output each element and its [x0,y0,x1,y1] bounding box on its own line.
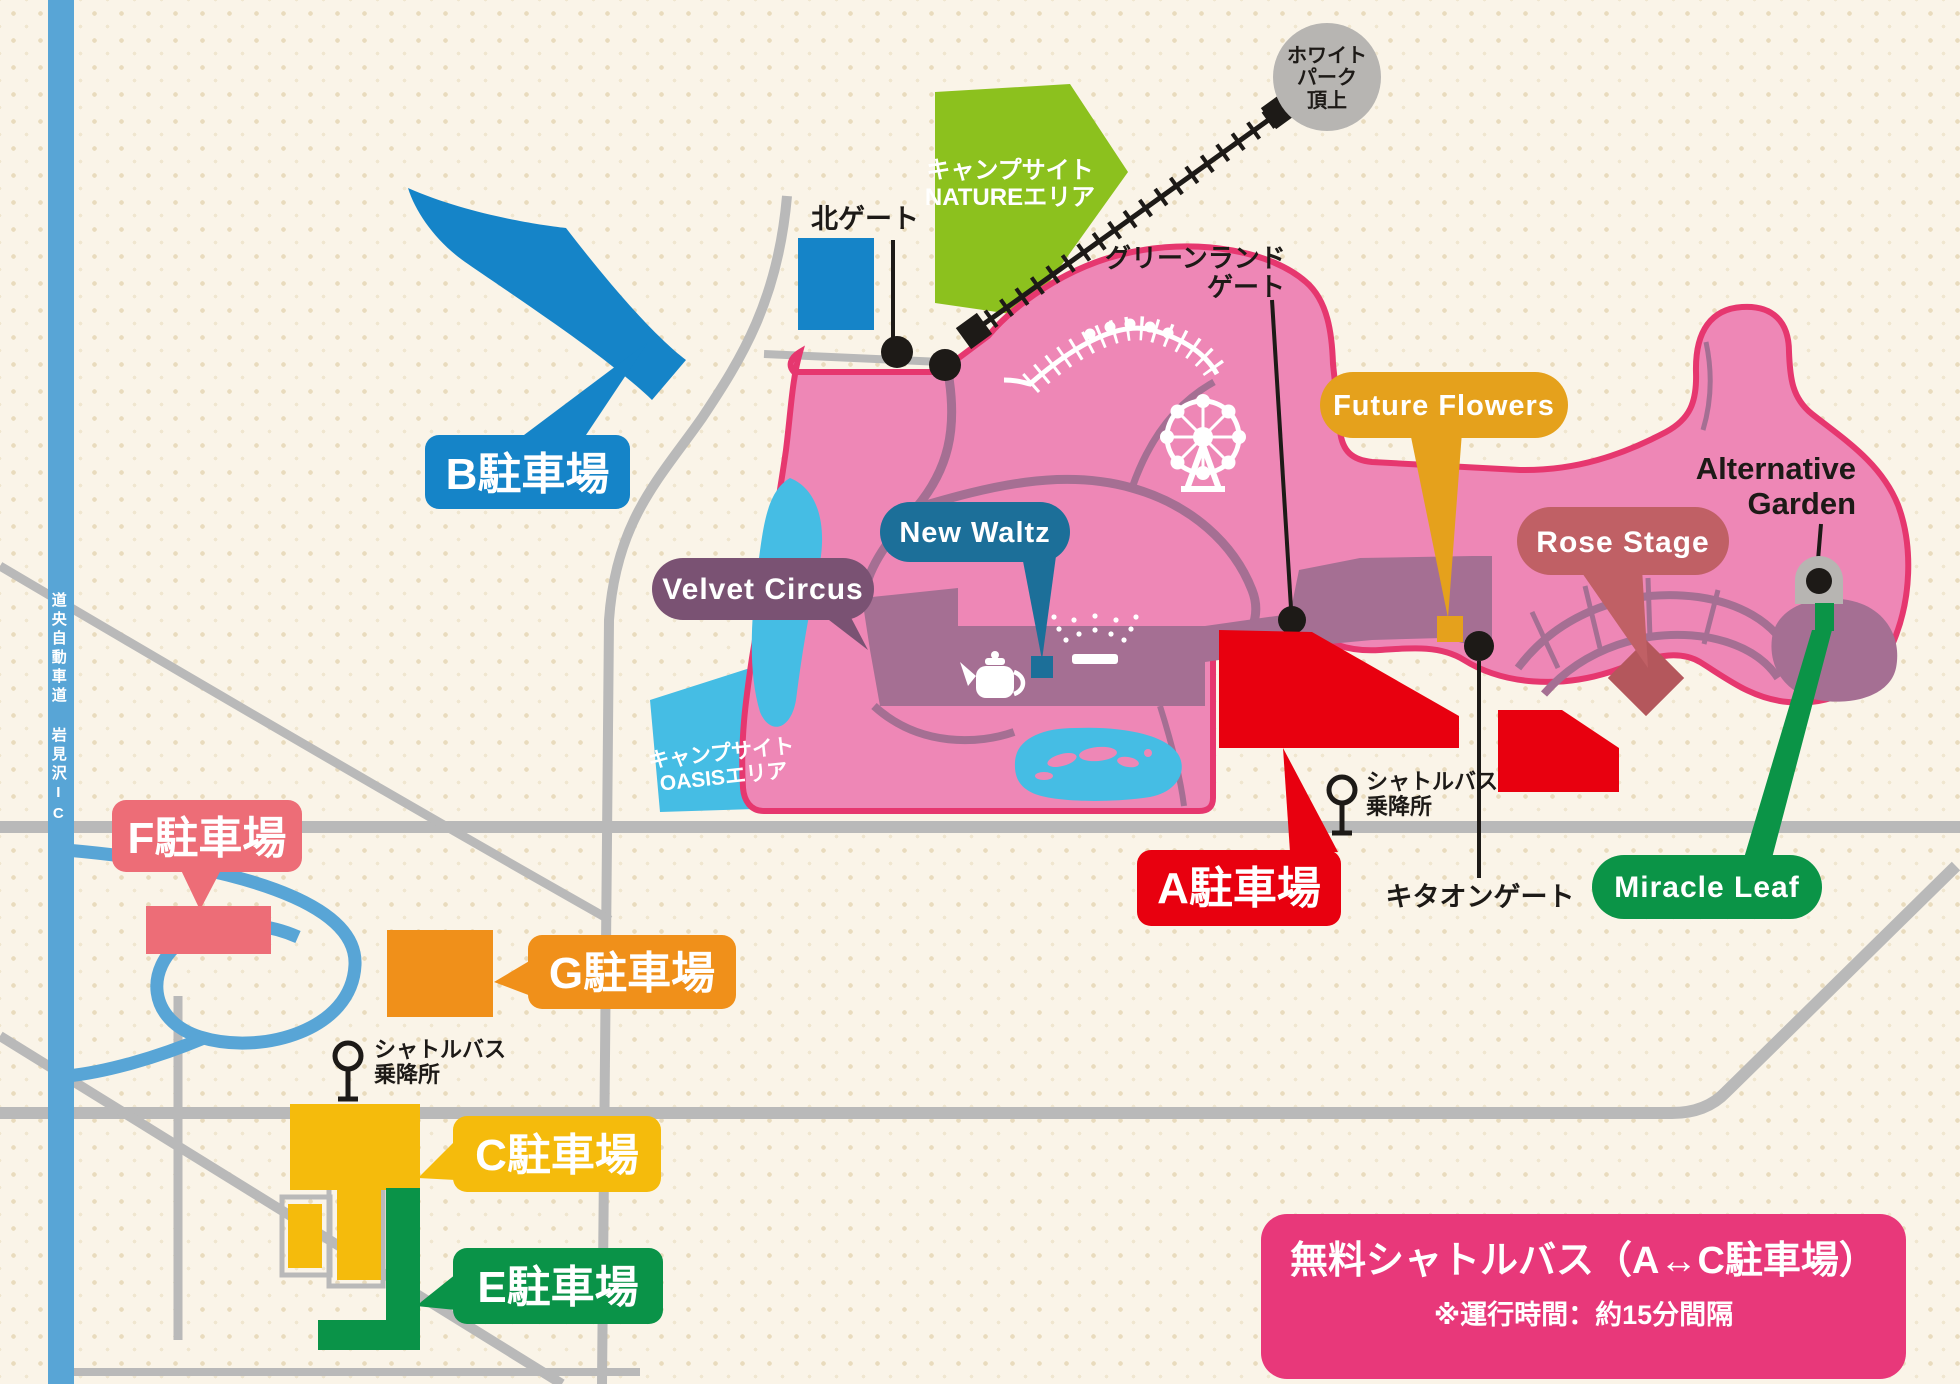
future-flowers-marker [1437,616,1463,642]
teapot-icon [960,651,1026,698]
miracle-leaf-label: Miracle Leaf [1614,871,1800,904]
north-gate-dot [881,336,913,368]
miracle-leaf-marker [1815,603,1834,631]
new-waltz-bubble [880,502,1070,660]
parking-f-bubble [112,800,302,872]
parking-e-bubble [453,1248,663,1324]
greenland-gate-dot [1278,606,1306,634]
expressway-bar [48,0,74,1384]
road-network [0,195,1960,1384]
parking-c-lot-small-1 [288,1204,322,1268]
parking-b-label: B駐車場 [445,450,610,499]
alternative-garden-line [1816,523,1823,561]
alternative-garden-dot [1806,568,1832,594]
future-flowers-label: Future Flowers [1333,390,1555,422]
parking-g-label: G駐車場 [548,949,716,998]
notice-line1: 無料シャトルバス（A↔C駐車場） [1290,1240,1877,1282]
gate-dots [881,336,1832,661]
rose-stage-label: Rose Stage [1536,526,1710,559]
parking-c-lot [290,1104,420,1190]
lake-south [1014,727,1182,801]
parking-f-tail [180,868,222,910]
greenland-gate-line [1270,299,1293,609]
interchange-ramp [67,1031,207,1083]
parking-g-group [387,930,736,1017]
road-south-horizontal [0,861,1960,1119]
bus-stop-c-label: シャトルバス 乗降所 [374,1037,507,1087]
parking-e-label: E駐車場 [477,1263,639,1312]
garden-plaza [1771,598,1898,702]
parking-f-label: F駐車場 [127,814,287,863]
kitaon-gate-dot [1464,631,1494,661]
parking-b-bubble [425,435,630,509]
parking-c-bubble [453,1116,661,1192]
new-waltz-label: New Waltz [899,517,1051,549]
bus-stop-icon-c [332,1040,364,1102]
north-gate-lot [798,238,874,330]
central-plaza [862,588,1205,706]
greenland-gate-label: グリーンランド ゲート [1105,243,1286,303]
parking-e-group [318,1188,663,1350]
parking-g-tail [494,960,531,996]
alternative-garden-label: Alternative Garden [1695,451,1856,521]
camp-nature-area [935,84,1128,316]
parking-f-group [112,800,302,954]
parking-c-group [288,1104,661,1280]
parking-b-tail [520,342,648,438]
summit-circle [1273,23,1381,131]
miracle-leaf-bubble [1592,630,1832,919]
parking-f-lot [146,906,271,954]
parking-a-label: A駐車場 [1157,864,1321,913]
road-diagonal-northwest [0,562,613,924]
summit-label: ホワイト パーク 頂上 [1287,45,1367,112]
parking-g-lot [387,930,493,1017]
notice-line2: ※運行時間：約15分間隔 [1433,1300,1734,1330]
parking-c-tail [418,1140,456,1180]
parking-e-tail [416,1274,456,1310]
north-gate-label: 北ゲート [811,204,919,234]
parking-g-bubble [528,935,736,1009]
future-flowers-bubble [1320,372,1568,618]
parking-e-lot [318,1188,420,1350]
velvet-circus-label: Velvet Circus [662,573,864,606]
bus-stop-icon-a [1326,774,1358,836]
lake-islands [1035,746,1152,780]
road-park-west [597,195,792,1384]
fountain-icon [1051,613,1139,664]
parking-c-label: C駐車場 [475,1131,639,1180]
roller-coaster-icon [1003,316,1228,394]
kitaon-gate-label: キタオンゲート [1385,882,1575,912]
notice-box [1261,1214,1906,1379]
parking-a-bubble [1137,850,1341,926]
parking-b-lot [408,188,686,400]
bus-stop-a-label: シャトルバス 乗降所 [1366,769,1499,819]
parking-b-group [408,188,874,509]
expressway [48,0,362,1384]
parking-c-lot-small-2 [337,1188,381,1280]
new-waltz-marker [1031,656,1053,678]
pointer-lines [891,240,1823,878]
parking-a-group [1137,630,1619,926]
parking-a-lot-2 [1498,710,1619,792]
camp-nature-label: キャンプサイト NATUREエリア [924,157,1096,211]
velvet-circus-bubble [652,558,874,650]
ferris-wheel-icon [1160,394,1246,492]
parking-a-tail [1283,748,1338,852]
expressway-label: 道央自動車道 岩見沢IC [49,592,67,826]
north-gate-dot-2 [929,349,961,381]
parking-a-lot [1219,630,1459,748]
rose-stage-bubble [1517,507,1729,668]
